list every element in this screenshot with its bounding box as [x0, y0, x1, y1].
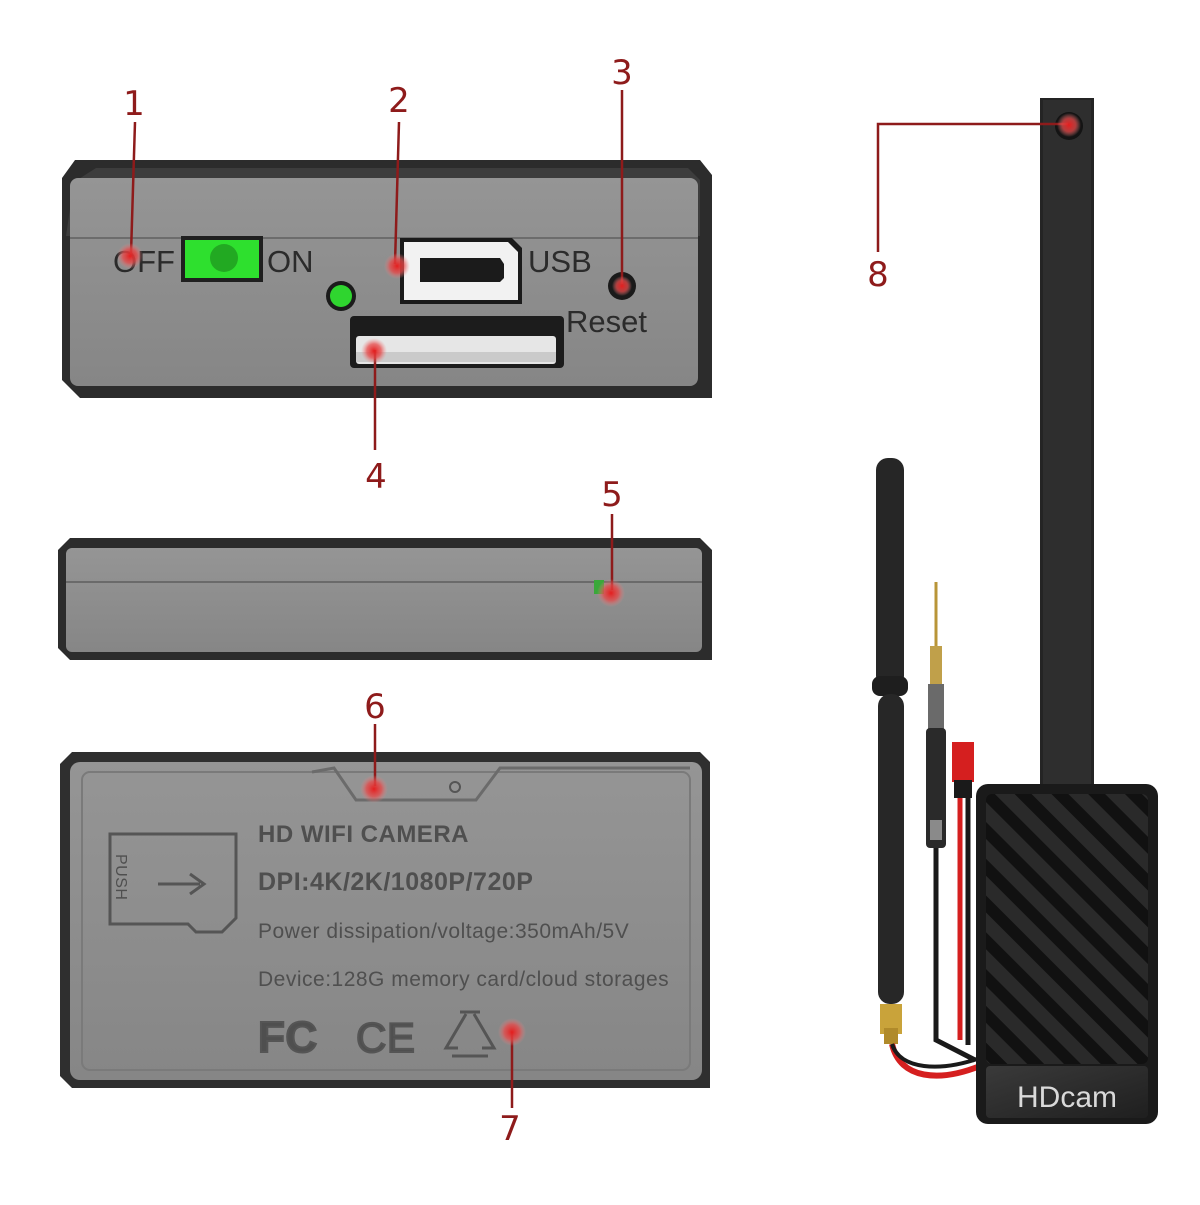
- dot-6: [360, 775, 388, 803]
- callout-1-power-switch: 1: [123, 84, 145, 124]
- antenna: [876, 458, 904, 688]
- reset-label: Reset: [566, 304, 647, 339]
- switch-knob: [210, 244, 238, 272]
- callout-6-camera-lens: 6: [364, 687, 386, 727]
- recycle-icon: [443, 1010, 497, 1058]
- switch-on-label: ON: [267, 244, 314, 279]
- dot-4: [361, 338, 387, 364]
- spec-line-4: Device:128G memory card/cloud storages: [258, 968, 669, 991]
- callout-2-usb-port: 2: [388, 81, 410, 121]
- back-face: [70, 762, 702, 1080]
- power-connector: [952, 742, 974, 782]
- module-brand: HDcam: [1017, 1081, 1117, 1114]
- dot-2: [384, 253, 410, 279]
- side-panel: [58, 538, 712, 660]
- callout-8-lens-tip: 8: [867, 255, 889, 295]
- usb-label: USB: [528, 244, 592, 279]
- back-panel: PUSH HD WIFI CAMERA DPI:4K/2K/1080P/720P…: [60, 752, 710, 1088]
- fc-mark: FC: [258, 1013, 318, 1062]
- green-led: [330, 285, 352, 307]
- dot-1: [117, 243, 143, 269]
- dot-5: [597, 579, 625, 607]
- camera-module: HDcam: [872, 98, 1158, 1124]
- module-grille: [986, 794, 1148, 1064]
- side-face: [66, 548, 702, 652]
- push-label: PUSH: [112, 854, 129, 900]
- front-panel: OFF ON USB Reset: [62, 160, 712, 398]
- dot-8: [1057, 113, 1081, 137]
- callout-5-side-indicator: 5: [601, 475, 623, 515]
- antenna-connector: [880, 1004, 902, 1034]
- spec-line-1: HD WIFI CAMERA: [258, 821, 469, 848]
- callout-3-reset-button: 3: [611, 53, 633, 93]
- sd-card-outline: [108, 832, 238, 934]
- callout-numbers: 1 2 3 4 5 6 7 8: [123, 53, 889, 1149]
- dot-3: [612, 276, 632, 296]
- spec-line-3: Power dissipation/voltage:350mAh/5V: [258, 920, 629, 943]
- ce-mark: CE: [356, 1014, 415, 1061]
- push-arrow-icon: [158, 872, 207, 896]
- callout-4-card-slot: 4: [365, 457, 387, 497]
- probe-cable: [926, 728, 946, 848]
- callout-7-recycle-mark: 7: [499, 1109, 521, 1149]
- callout-dots: [117, 113, 1081, 1046]
- dot-7: [498, 1018, 526, 1046]
- spec-line-2: DPI:4K/2K/1080P/720P: [258, 868, 533, 896]
